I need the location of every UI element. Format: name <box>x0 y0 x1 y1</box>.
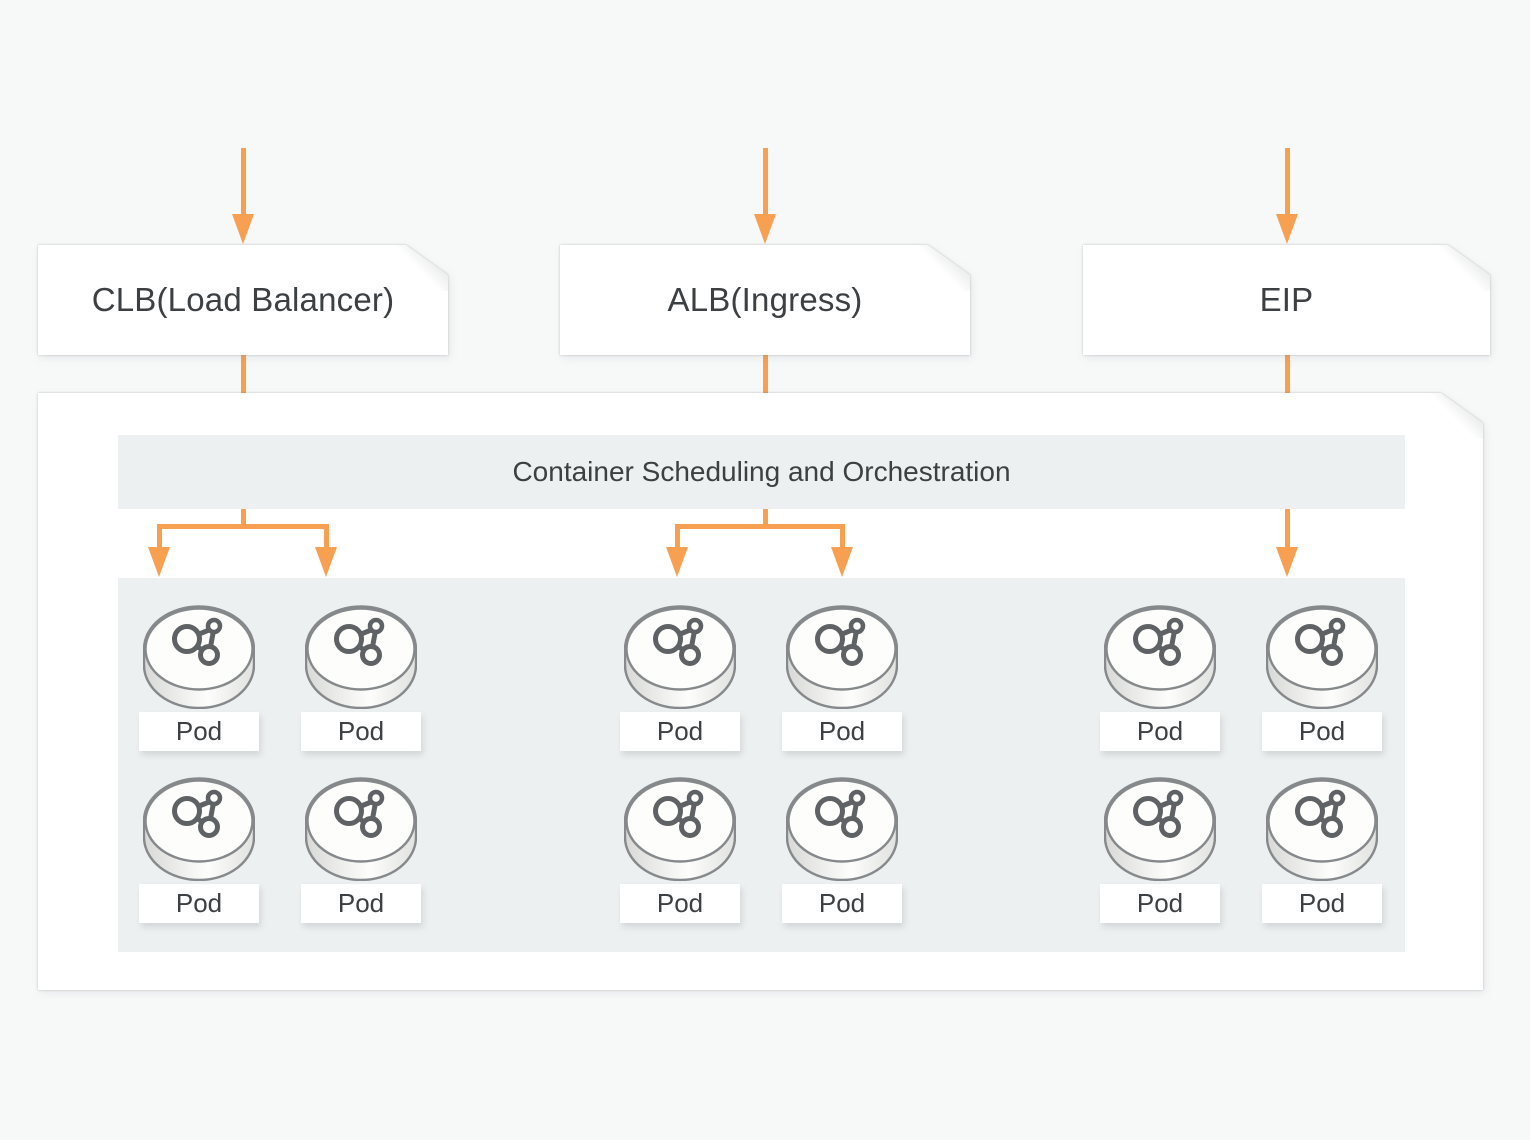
node-alb: ALB(Ingress) <box>560 245 970 355</box>
pod-molecule-icon <box>1266 777 1378 881</box>
pod: Pod <box>618 605 742 751</box>
pod: Pod <box>618 777 742 923</box>
pod-label: Pod <box>1100 712 1220 751</box>
pod: Pod <box>1260 777 1384 923</box>
pod-molecule-icon <box>305 777 417 881</box>
pod-label: Pod <box>1262 884 1382 923</box>
pod-molecule-icon <box>143 605 255 709</box>
pod: Pod <box>137 777 261 923</box>
pod-group-eip-row-2: Pod Pod <box>1098 777 1384 923</box>
pod-label: Pod <box>1262 712 1382 751</box>
pod-group-alb-row-1: Pod Pod <box>618 605 904 751</box>
pod-label: Pod <box>620 884 740 923</box>
pod-group-alb-row-2: Pod Pod <box>618 777 904 923</box>
node-eip: EIP <box>1083 245 1490 355</box>
pod-label: Pod <box>782 884 902 923</box>
pod: Pod <box>1098 605 1222 751</box>
pod: Pod <box>299 605 423 751</box>
pod-molecule-icon <box>1104 605 1216 709</box>
pod-label: Pod <box>139 712 259 751</box>
pod-molecule-icon <box>786 777 898 881</box>
pod-label: Pod <box>1100 884 1220 923</box>
pod: Pod <box>780 605 904 751</box>
pod: Pod <box>1098 777 1222 923</box>
node-eip-label: EIP <box>1259 281 1314 318</box>
pod-molecule-icon <box>786 605 898 709</box>
pod: Pod <box>137 605 261 751</box>
pod-label: Pod <box>301 884 421 923</box>
pod-molecule-icon <box>1266 605 1378 709</box>
pod-molecule-icon <box>143 777 255 881</box>
node-clb: CLB(Load Balancer) <box>38 245 448 355</box>
cluster-header-title: Container Scheduling and Orchestration <box>512 456 1011 487</box>
pod-molecule-icon <box>305 605 417 709</box>
pod-label: Pod <box>139 884 259 923</box>
pod: Pod <box>299 777 423 923</box>
pod-group-clb-row-2: Pod Pod <box>137 777 423 923</box>
pod-molecule-icon <box>624 605 736 709</box>
node-alb-label: ALB(Ingress) <box>667 281 863 318</box>
cluster-header-bar: Container Scheduling and Orchestration <box>118 435 1405 509</box>
pod-label: Pod <box>301 712 421 751</box>
pod-group-clb-row-1: Pod Pod <box>137 605 423 751</box>
pod-molecule-icon <box>1104 777 1216 881</box>
pod: Pod <box>780 777 904 923</box>
pod: Pod <box>1260 605 1384 751</box>
pod-group-eip-row-1: Pod Pod <box>1098 605 1384 751</box>
pod-molecule-icon <box>624 777 736 881</box>
pod-label: Pod <box>782 712 902 751</box>
pod-label: Pod <box>620 712 740 751</box>
node-clb-label: CLB(Load Balancer) <box>91 281 395 318</box>
